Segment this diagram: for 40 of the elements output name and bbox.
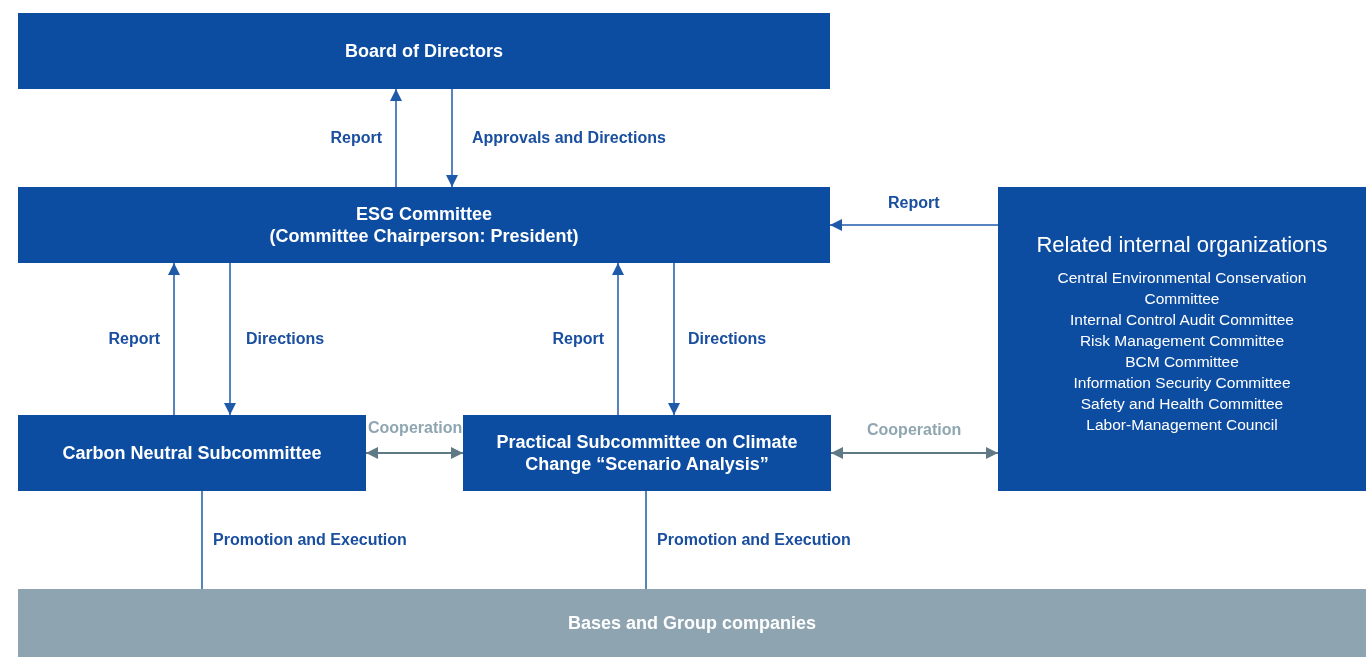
connector-arrow — [224, 262, 236, 416]
box-label: Practical Subcommittee on Climate Change “Scenario Analysis” — [495, 431, 799, 475]
connector-arrow — [668, 262, 680, 416]
organization-name: Internal Control Audit Committee — [1069, 310, 1295, 330]
edge-label: Promotion and Execution — [213, 530, 407, 550]
committee-box — [463, 415, 831, 491]
edge-label: Report — [330, 128, 382, 148]
connector-arrow — [446, 88, 458, 188]
edge-label: Cooperation — [867, 420, 962, 440]
edge-label: Report — [552, 329, 604, 349]
edge-label: Report — [888, 193, 940, 213]
connector-arrow — [365, 447, 464, 459]
organization-name: BCM Committee — [1124, 352, 1240, 372]
organization-name: Information Security Committee — [1072, 373, 1292, 393]
connector-arrow — [612, 262, 624, 416]
organization-name: Labor-Management Council — [1085, 415, 1279, 435]
box-label: ESG Committee — [356, 203, 492, 225]
committee-box — [18, 187, 830, 263]
organization-name: Risk Management Committee — [1078, 331, 1286, 351]
box-label: Carbon Neutral Subcommittee — [62, 442, 322, 464]
box-label: (Committee Chairperson: President) — [269, 225, 579, 247]
connector-arrow — [830, 447, 999, 459]
edge-label: Approvals and Directions — [472, 128, 666, 148]
edge-label: Directions — [688, 329, 767, 349]
connector-arrow — [390, 88, 402, 188]
group-band — [18, 589, 1366, 657]
committee-box — [18, 13, 830, 89]
edge-label: Promotion and Execution — [657, 530, 851, 550]
box-label: Board of Directors — [345, 40, 503, 62]
panel-heading: Related internal organizations — [1036, 231, 1328, 259]
organization-name: Central Environmental Conservation Committee — [1056, 268, 1308, 309]
committee-box — [18, 415, 366, 491]
edge-label: Directions — [246, 329, 325, 349]
edge-label: Report — [108, 329, 160, 349]
edge-label: Cooperation — [368, 418, 463, 438]
organization-panel — [998, 187, 1366, 491]
organization-name: Safety and Health Committee — [1079, 394, 1285, 414]
box-label: Bases and Group companies — [567, 612, 817, 634]
connector-arrow — [829, 219, 999, 231]
connector-arrow — [168, 262, 180, 416]
